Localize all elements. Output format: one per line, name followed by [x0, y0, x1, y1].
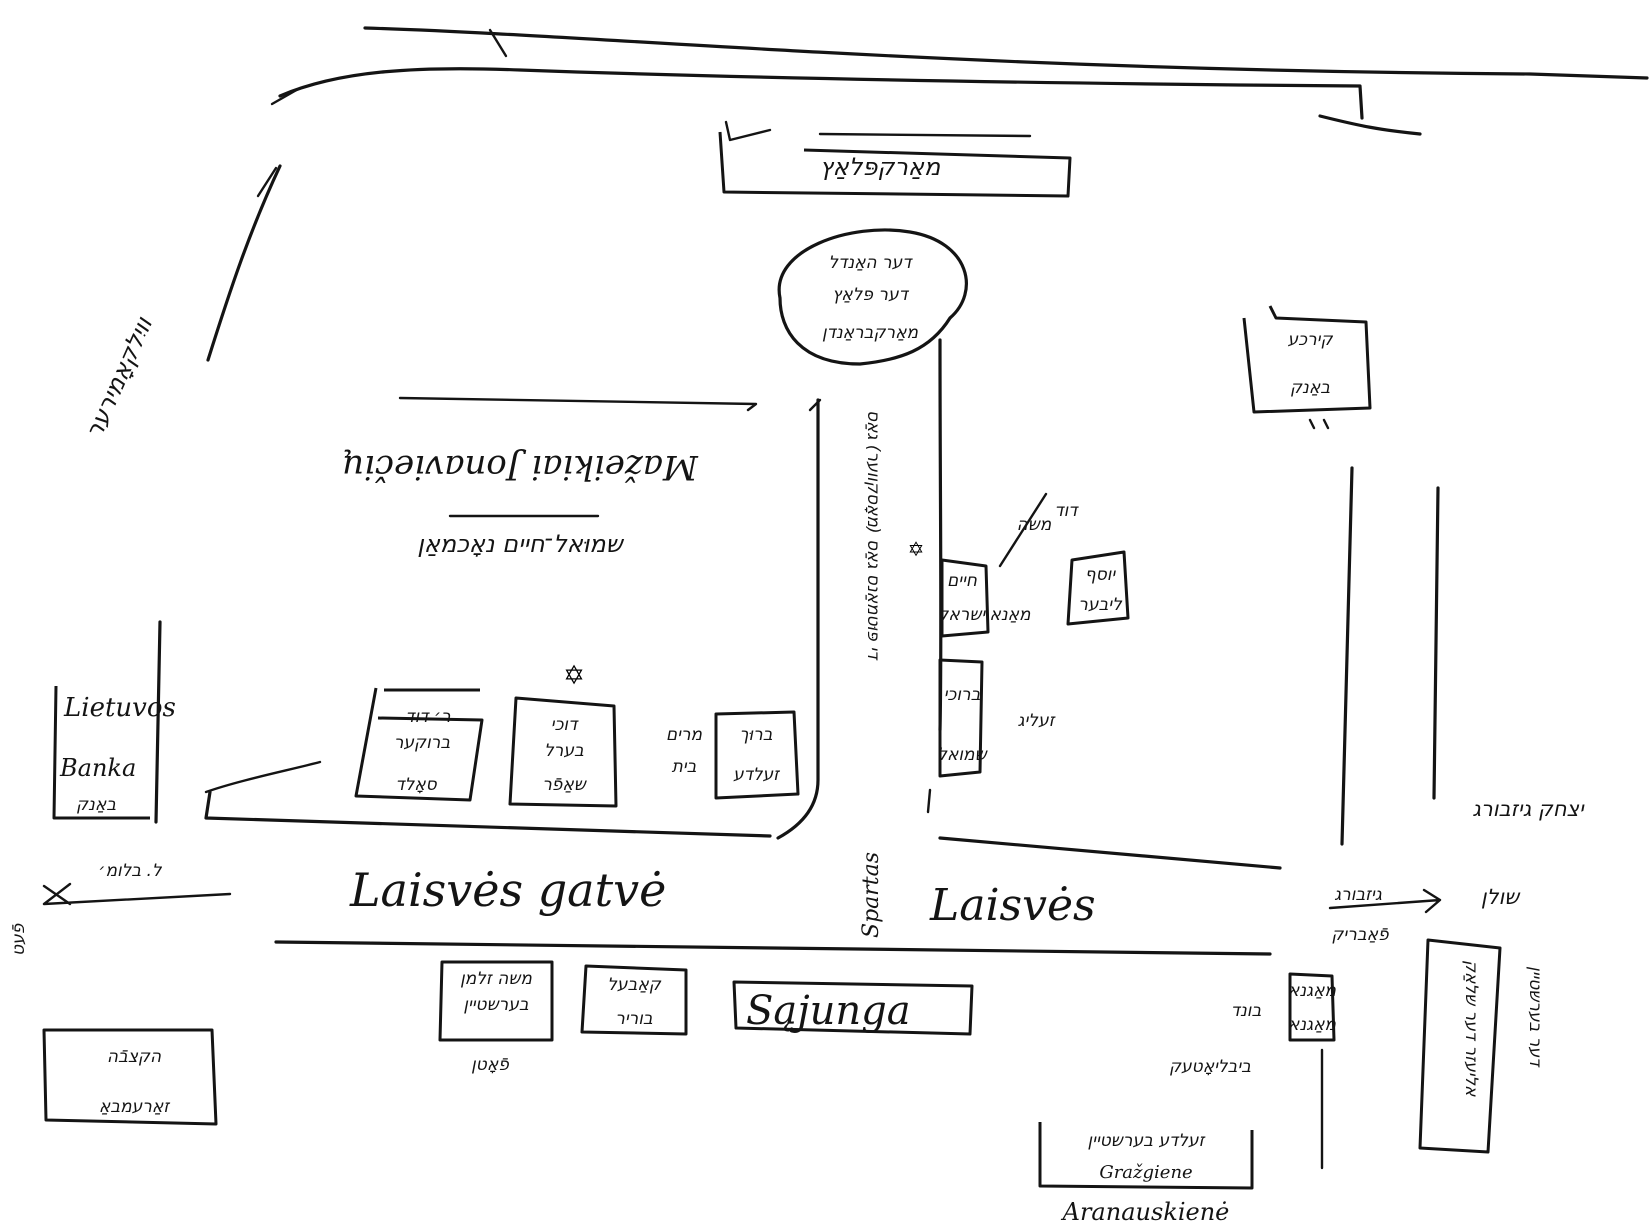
top-street — [270, 26, 1649, 136]
center-cluster-4: שמואל — [937, 745, 988, 765]
left-diagonal-street — [206, 164, 282, 362]
right-cluster-4: דוד — [1054, 501, 1079, 521]
bottom-right-building — [1038, 1122, 1254, 1190]
bldg-mid-1-b: בערל — [544, 741, 584, 761]
bot-right-box-label: זעלדע בערשטיין — [1088, 1131, 1206, 1151]
square-lt-label: Mažeikiai Jonaviečių — [342, 447, 699, 487]
far-left-small: מרים — [666, 725, 703, 745]
church-label: קירכע — [1287, 330, 1333, 350]
side-bot-2: ביבליאָטעק — [1169, 1057, 1251, 1077]
bldg-mid-1-a: דוכי — [551, 715, 579, 735]
bottom-building-2 — [580, 964, 688, 1036]
vertical-street-label: די פּוּטמאַנס גאַס (מאָסקווער) גאַס — [863, 410, 883, 661]
side-bot-1: בונד — [1231, 1001, 1262, 1021]
street-left-label: וויִלקאָמירער — [80, 313, 158, 443]
street-main-2-label: Laisvės — [929, 880, 1096, 931]
bldg-mid-1-c: שאַפֿר — [542, 775, 588, 795]
bank-label-2: Banka — [59, 754, 136, 782]
left-block — [204, 760, 772, 838]
main-street-lower-line — [274, 940, 1272, 956]
bottom-building-1 — [438, 960, 554, 1042]
building-right-1 — [714, 710, 800, 800]
bldg-side: בית — [672, 757, 697, 777]
vertical-street — [776, 338, 943, 840]
bldg-left-1-a: ר׳ דוד — [405, 707, 451, 727]
market-circle — [777, 228, 968, 366]
bank-label-1: Lietuvos — [63, 693, 176, 723]
ul-left-side: פֿעט — [9, 922, 29, 956]
market-building — [718, 120, 1072, 198]
circle-label-3: מאַרקבראַנדן — [822, 323, 919, 343]
arrow-label-2: פֿאַבריק — [1331, 925, 1390, 945]
sajunga-label: Sąjunga — [746, 988, 911, 1034]
bot-bldg-2-b: בוריר — [615, 1009, 653, 1029]
center-cluster-3: ברוכי — [944, 685, 981, 705]
main-street-upper-line — [938, 836, 1282, 870]
bot-bldg-1-b: בערשטיין — [463, 995, 529, 1015]
center-cluster-5: מאַנא — [989, 605, 1031, 625]
bank-building — [52, 620, 162, 824]
right-cluster-3: משה — [1017, 515, 1052, 535]
small-box-bottom — [1288, 972, 1336, 1042]
church-building — [1242, 305, 1372, 430]
aranauskiene-label: Aranauskienė — [1061, 1198, 1230, 1226]
right-col-2-label: דער בערשטיין — [1525, 966, 1545, 1068]
arrow-right-icon — [1328, 888, 1442, 914]
center-cluster-1: חיים — [947, 571, 977, 591]
bldg-right-1-b: זעלדע — [733, 765, 780, 785]
bottom-left-building — [42, 1028, 218, 1126]
right-cluster-2: ליבער — [1078, 595, 1123, 615]
building-left-1 — [354, 687, 484, 802]
bot-right-box-label-2: Gražgiene — [1099, 1162, 1192, 1183]
right-edge-label: יצחק גיזבורג — [1472, 797, 1585, 821]
bldg-left-1-b: ברוקער — [394, 733, 451, 753]
bank-label-3: באַנק — [76, 795, 116, 815]
right-cluster-1: יוסף — [1085, 565, 1117, 585]
bldg-left-1-c: סאָלד — [395, 775, 437, 795]
ul-left-strike — [42, 882, 232, 906]
small-box-bot-b: מאַגנא — [1288, 1015, 1337, 1035]
right-column-building — [1418, 938, 1502, 1154]
market-label: מאַרקפּלאַץ — [820, 153, 941, 181]
center-cluster-2: ישראל — [939, 605, 987, 625]
spartas-label: Spartas — [859, 852, 884, 938]
square-line — [398, 396, 758, 412]
bot-bldg-1-c: פֿאָטן — [471, 1055, 510, 1075]
bldg-right-1-a: ברוּך — [739, 725, 772, 745]
star-of-david-icon-2: ✡ — [908, 537, 925, 561]
center-cluster — [938, 492, 1048, 778]
ul-left-label: ל. בלומ׳ — [98, 861, 163, 881]
church-label-2: באַנק — [1290, 378, 1330, 398]
circle-label-2: דער פּלאַץ — [832, 285, 909, 305]
square-heb-label: שמוּאל־חיים נאָכמאַן — [417, 530, 624, 558]
building-mid-1 — [508, 696, 618, 808]
bottom-left-box-label: הקצבֿה — [107, 1047, 161, 1067]
right-col-box-label: אליעזר דער שלאַק — [1461, 960, 1481, 1097]
sajunga-building — [732, 980, 974, 1036]
right-edge-label-2: שולן — [1481, 885, 1521, 909]
right-block-right-edge — [1432, 486, 1440, 800]
small-box-bot-a: מאַגנא — [1288, 981, 1337, 1001]
bot-bldg-1-a: משה זלמן — [460, 969, 532, 989]
right-small-building — [1066, 550, 1130, 626]
star-of-david-icon: ✡ — [563, 661, 585, 691]
right-block-left-edge — [1340, 466, 1354, 846]
bottom-left-box-label-2: זאַרעמבאַ — [99, 1097, 170, 1117]
bot-bldg-2-a: קאַבעל — [607, 975, 661, 995]
street-main-label: Laisvės gatvė — [349, 863, 666, 917]
circle-label-1: דער האַנדל — [828, 253, 913, 273]
center-cluster-6: זעליג — [1018, 711, 1056, 731]
arrow-label: גיזבורג — [1334, 885, 1382, 905]
